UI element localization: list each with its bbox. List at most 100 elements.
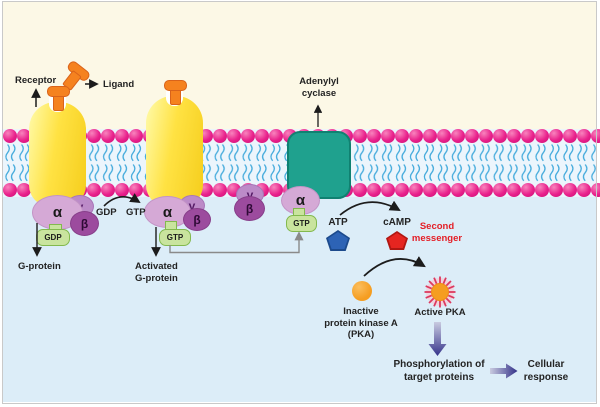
receptor-protein-2: [146, 96, 203, 207]
pka-ray: [428, 280, 435, 287]
lipid-head-bead: [451, 129, 465, 143]
lipid-head-bead: [507, 183, 521, 197]
ligand-label: Ligand: [103, 79, 135, 90]
camp-molecule-icon: [386, 231, 408, 250]
lipid-head-bead: [227, 129, 241, 143]
atp-molecule-icon: [326, 230, 350, 251]
lipid-head-bead: [577, 183, 591, 197]
g-protein-label: G-protein: [18, 261, 61, 272]
activated-line1: Activated: [135, 261, 178, 272]
activated-g-protein-label: Activated G-protein: [135, 261, 178, 284]
lipid-head-bead: [409, 183, 423, 197]
phosphorylation-label: Phosphorylation of target proteins: [393, 359, 484, 384]
pka-ray: [433, 299, 438, 307]
lipid-head-bead: [367, 129, 381, 143]
gtp-tag-2: GTP: [286, 215, 317, 232]
second-messenger-label: Second messenger: [412, 221, 462, 245]
lipid-head-bead: [563, 129, 577, 143]
sm-line1: Second: [419, 221, 455, 232]
inactive-pka-icon: [352, 281, 372, 301]
lipid-head-bead: [549, 183, 563, 197]
atp-fill: [328, 232, 348, 249]
lipid-head-bead: [479, 183, 493, 197]
active-pka-rays: [424, 276, 456, 308]
pka-ray: [447, 294, 455, 299]
lipid-head-bead: [115, 129, 129, 143]
gamma-letter: γ: [246, 187, 254, 202]
lipid-head-bead: [451, 183, 465, 197]
lipid-head-bead: [87, 129, 101, 143]
lipid-head-bead: [353, 129, 367, 143]
lipid-head-bead: [101, 129, 115, 143]
alpha-letter: α: [295, 192, 306, 209]
gtp-tag-label: GTP: [166, 233, 184, 242]
ac-line1: Adenylyl: [299, 76, 339, 87]
lipid-head-bead: [269, 183, 283, 197]
lipid-head-bead: [493, 183, 507, 197]
gtp-tag-1: GTP: [159, 229, 191, 246]
lipid-head-bead: [409, 129, 423, 143]
cr-line2: response: [523, 371, 569, 383]
lipid-head-bead: [255, 129, 269, 143]
activated-line2: G-protein: [135, 272, 178, 284]
lipid-head-bead: [241, 129, 255, 143]
ipka-line2: protein kinase A: [324, 317, 398, 329]
lipid-head-bead: [535, 129, 549, 143]
lipid-head-bead: [381, 183, 395, 197]
phos-line2: target proteins: [403, 371, 475, 383]
lipid-head-bead: [549, 129, 563, 143]
lipid-head-bead: [213, 129, 227, 143]
cr-line1: Cellular: [527, 359, 565, 370]
lipid-head-bead: [381, 129, 395, 143]
gamma-letter: γ: [188, 198, 196, 213]
ipka-line3: (PKA): [347, 329, 375, 340]
lipid-head-bead: [423, 129, 437, 143]
lipid-head-bead: [367, 183, 381, 197]
lipid-head-bead: [493, 129, 507, 143]
lipid-head-bead: [353, 183, 367, 197]
lipid-head-bead: [269, 129, 283, 143]
lipid-head-bead: [395, 183, 409, 197]
beta-letter: β: [80, 216, 89, 231]
lipid-head-bead: [591, 129, 600, 143]
receptor-label: Receptor: [15, 75, 57, 86]
pka-ray: [425, 285, 433, 290]
active-pka-icon: [424, 276, 456, 308]
lipid-head-bead: [437, 183, 451, 197]
ac-line2: cyclase: [301, 87, 337, 99]
lipid-head-bead: [465, 129, 479, 143]
camp-label: cAMP: [383, 217, 411, 228]
lipid-head-bead: [115, 183, 129, 197]
pka-ray: [442, 277, 447, 285]
alpha-letter: α: [52, 204, 63, 221]
sm-line2: messenger: [411, 233, 463, 244]
pka-ray: [447, 285, 455, 290]
beta-letter: β: [245, 201, 254, 216]
lipid-head-bead: [521, 129, 535, 143]
cellular-response-label: Cellular response: [524, 359, 568, 384]
lipid-head-bead: [535, 183, 549, 197]
lipid-head-bead: [465, 183, 479, 197]
g-protein1-beta-subunit: β: [70, 211, 99, 236]
gdp-tag: GDP: [36, 229, 70, 246]
extracellular-space: [3, 2, 597, 129]
lipid-head-bead: [507, 129, 521, 143]
receptor-protein-1: [29, 102, 86, 207]
phos-line1: Phosphorylation of: [393, 359, 485, 370]
pka-ray: [425, 294, 433, 299]
camp-fill: [388, 233, 406, 248]
lipid-head-bead: [577, 129, 591, 143]
lipid-head-bead: [101, 183, 115, 197]
lipid-head-bead: [17, 183, 31, 197]
pka-ray: [445, 280, 452, 287]
lipid-head-bead: [437, 129, 451, 143]
pka-ray: [442, 299, 447, 307]
exchange-gtp-label: GTP: [126, 207, 146, 218]
lipid-head-bead: [395, 129, 409, 143]
pka-ray: [445, 297, 452, 304]
lipid-head-bead: [213, 183, 227, 197]
active-pka-label: Active PKA: [414, 307, 466, 318]
lipid-head-bead: [521, 183, 535, 197]
lipid-head-bead: [563, 183, 577, 197]
